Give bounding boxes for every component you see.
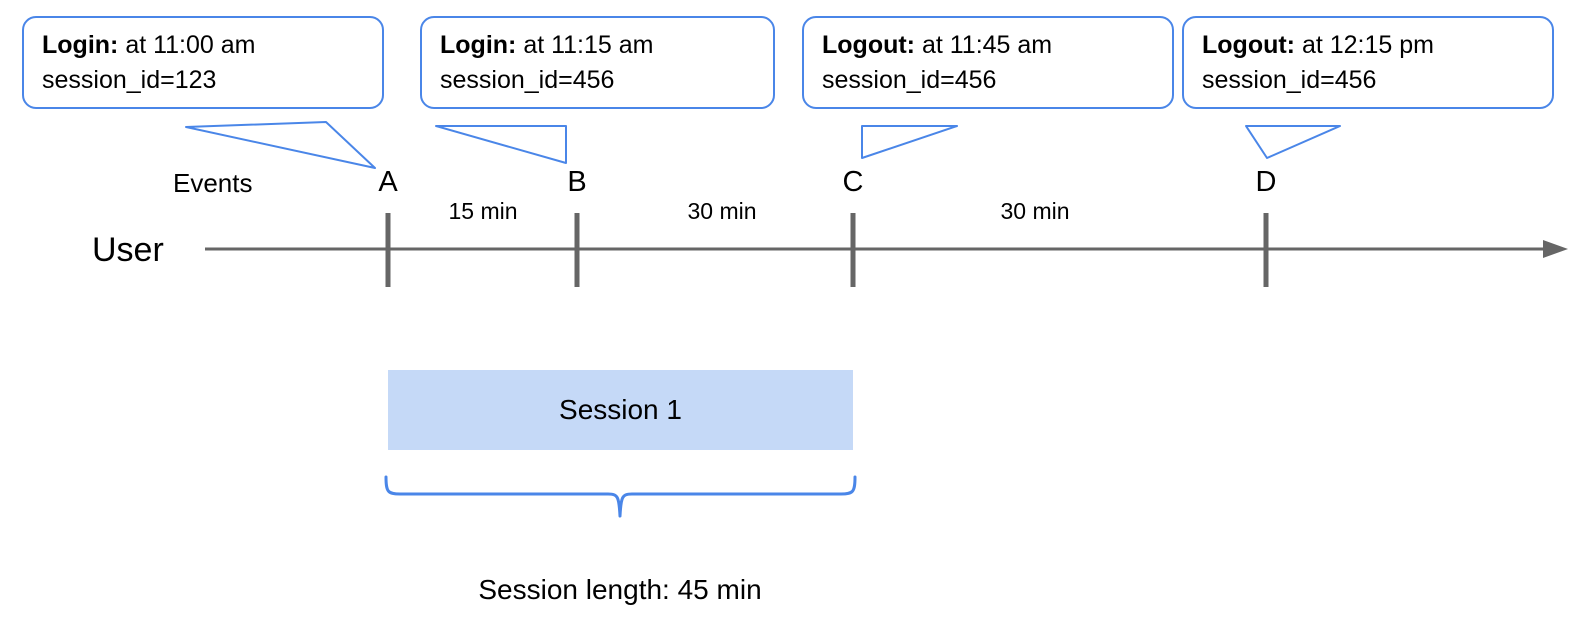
callout-tail-d xyxy=(1245,125,1341,159)
tick-label-a: A xyxy=(378,166,398,198)
callout-event-b: Login: xyxy=(440,31,524,59)
session-brace xyxy=(384,475,857,518)
callout-event-a: Login: xyxy=(42,31,126,59)
callout-event-d: Logout: xyxy=(1202,31,1302,59)
session-bar-label: Session 1 xyxy=(559,394,682,425)
interval-label-bc: 30 min xyxy=(687,198,757,224)
session-length-caption: Session length: 45 min xyxy=(478,574,762,605)
tick-label-d: D xyxy=(1255,166,1277,198)
callout-bubble-c[interactable]: Logout: at 11:45 am session_id=456 xyxy=(802,16,1174,109)
tick-label-c: C xyxy=(842,166,864,198)
interval-label-ab: 15 min xyxy=(448,198,518,224)
tick-label-b: B xyxy=(567,166,587,198)
callout-session-d: session_id=456 xyxy=(1202,65,1377,94)
callout-session-a: session_id=123 xyxy=(42,65,217,94)
callout-time-d: at 12:15 pm xyxy=(1301,31,1434,59)
callout-session-b: session_id=456 xyxy=(440,65,615,94)
callout-tail-a xyxy=(185,121,376,169)
user-row-label: User xyxy=(92,231,164,269)
events-row-label: Events xyxy=(173,168,253,198)
interval-label-cd: 30 min xyxy=(1000,198,1070,224)
callout-time-b: at 11:15 am xyxy=(523,31,654,59)
callout-bubble-d[interactable]: Logout: at 12:15 pm session_id=456 xyxy=(1182,16,1554,109)
callout-time-a: at 11:00 am xyxy=(125,31,256,59)
callout-time-c: at 11:45 am xyxy=(921,31,1053,59)
callout-tail-b xyxy=(435,125,567,164)
callout-event-c: Logout: xyxy=(822,31,922,59)
axis-arrowhead xyxy=(1543,240,1568,258)
callout-tail-c xyxy=(861,125,958,159)
callout-bubble-b[interactable]: Login: at 11:15 am session_id=456 xyxy=(420,16,775,109)
callout-session-c: session_id=456 xyxy=(822,65,997,94)
callout-bubble-a[interactable]: Login: at 11:00 am session_id=123 xyxy=(22,16,384,109)
session-bar[interactable]: Session 1 xyxy=(388,370,853,450)
